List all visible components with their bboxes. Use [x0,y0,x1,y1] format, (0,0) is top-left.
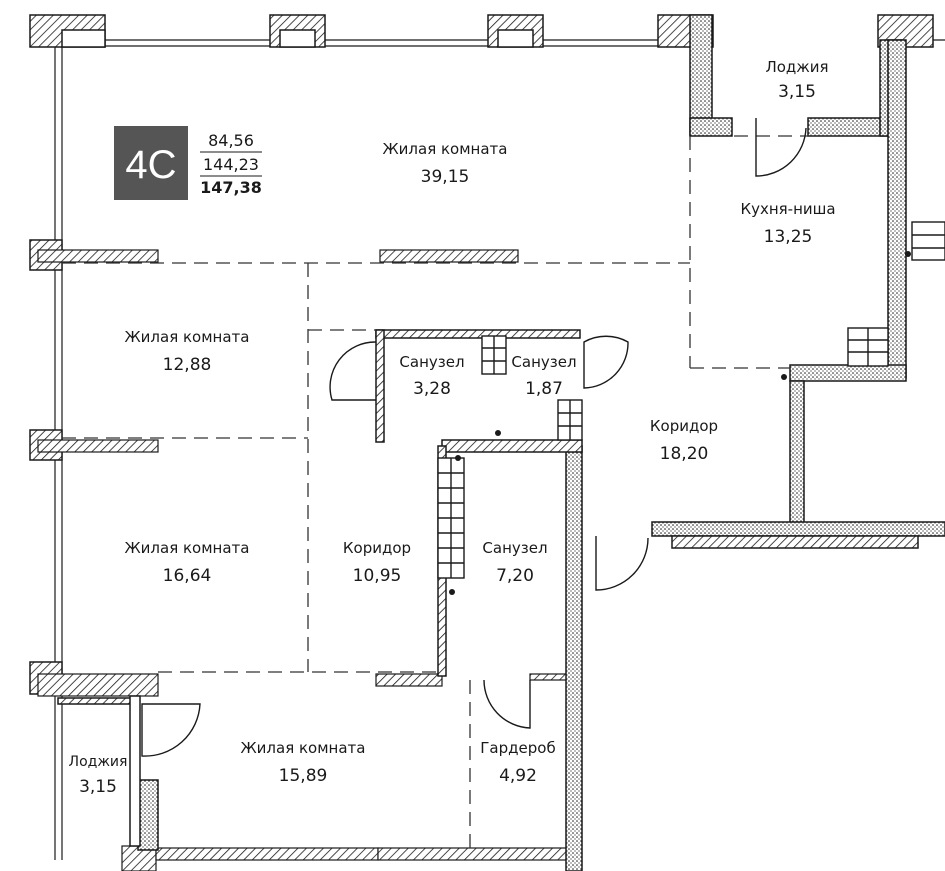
room-name: Лоджия [765,58,828,76]
room-area: 12,88 [163,355,212,375]
room-label-wardrobe: Гардероб 4,92 [480,739,555,786]
room-area: 18,20 [660,444,709,464]
room-area: 16,64 [163,566,212,586]
room-area: 10,95 [353,566,402,586]
zone-boundaries-dashed [62,135,888,848]
apartment-code: 4С [125,143,176,187]
room-name: Лоджия [69,754,128,770]
area-full-stat: 147,38 [200,178,262,197]
room-name: Санузел [511,353,576,371]
apartment-badge: 4С 84,56 144,23 147,38 [114,126,262,200]
room-name: Кухня-ниша [740,200,835,218]
room-label-corridor-2: Коридор 10,95 [343,539,411,586]
room-label-living-1: Жилая комната 39,15 [383,140,508,187]
structural-walls-dotted [137,14,945,871]
room-label-kitchen-niche: Кухня-ниша 13,25 [740,200,835,247]
room-label-bathroom-1: Санузел 3,28 [399,353,464,399]
ventilation-shafts [437,221,945,579]
room-name: Жилая комната [383,140,508,158]
room-name: Коридор [343,539,411,557]
room-name: Санузел [482,539,547,557]
room-area: 13,25 [764,227,813,247]
apartment-code-tile [114,126,188,200]
room-area: 3,28 [413,379,451,399]
room-label-bathroom-2: Санузел 1,87 [511,353,576,399]
room-label-bathroom-3: Санузел 7,20 [482,539,547,586]
room-name: Жилая комната [241,739,366,757]
room-area: 7,20 [496,566,534,586]
room-label-living-3: Жилая комната 16,64 [125,539,250,586]
room-label-living-4: Жилая комната 15,89 [241,739,366,786]
room-name: Жилая комната [125,328,250,346]
room-area: 39,15 [421,167,470,187]
room-name: Санузел [399,353,464,371]
room-name: Жилая комната [125,539,250,557]
door-swings [141,118,807,757]
partition-walls-solid [57,329,919,847]
room-name: Коридор [650,417,718,435]
room-name: Гардероб [480,739,555,757]
room-area: 4,92 [499,766,537,786]
room-label-loggia-bottom: Лоджия 3,15 [69,754,128,797]
room-label-loggia-top: Лоджия 3,15 [765,58,828,102]
room-area: 1,87 [525,379,563,399]
area-living-stat: 84,56 [208,131,254,150]
room-area: 3,15 [778,82,816,102]
room-label-corridor-1: Коридор 18,20 [650,417,718,464]
door-marks [449,251,911,595]
room-area: 3,15 [79,777,117,797]
room-label-living-2: Жилая комната 12,88 [125,328,250,375]
area-total-stat: 144,23 [203,155,259,174]
room-area: 15,89 [279,766,328,786]
